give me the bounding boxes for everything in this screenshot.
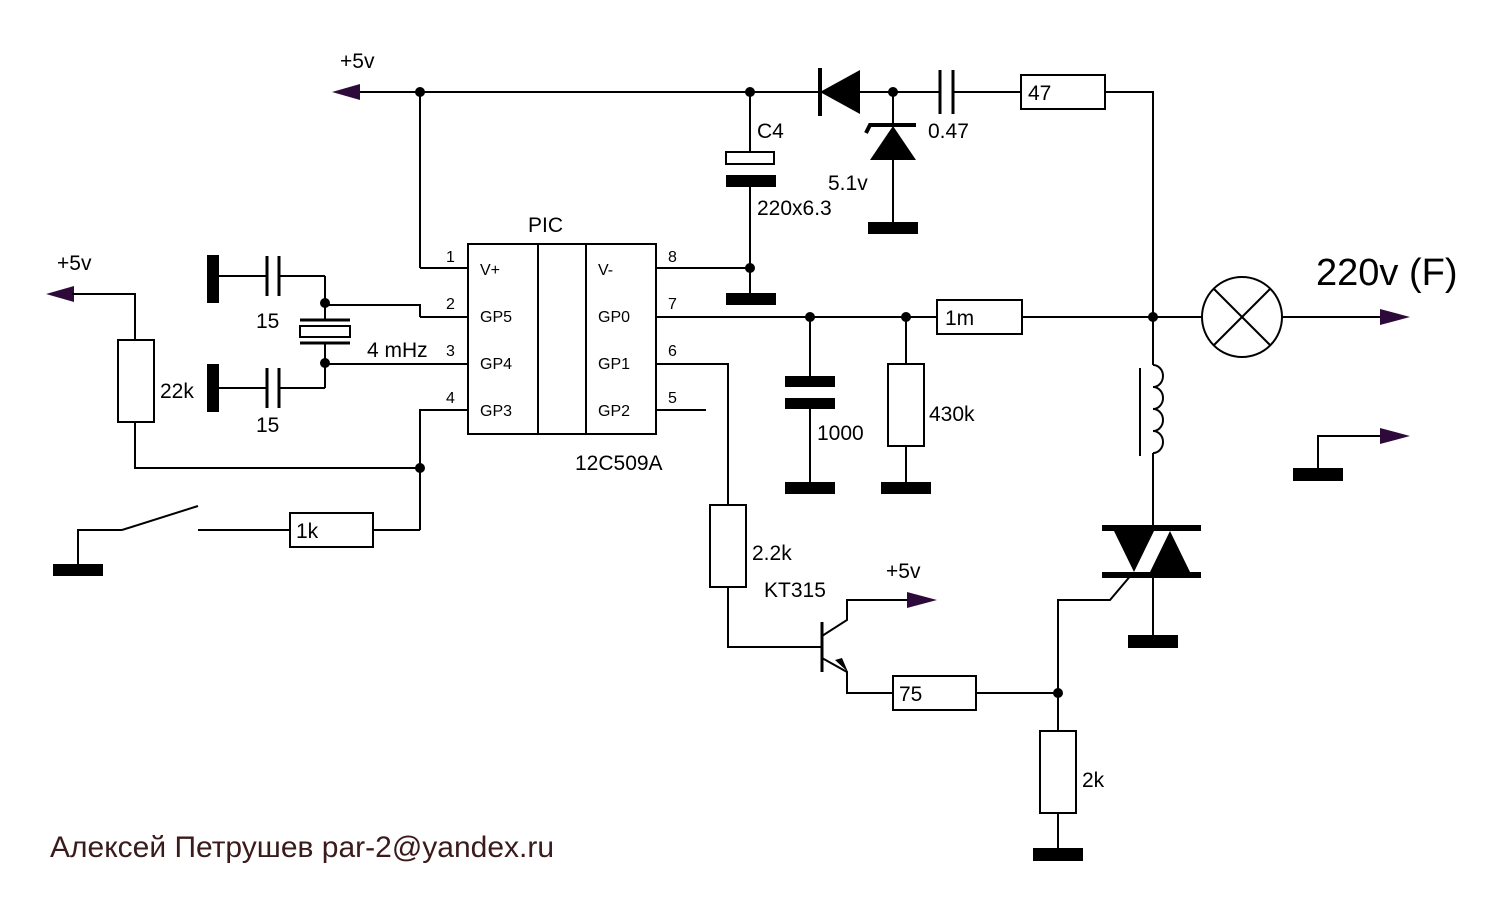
res-47-label: 47: [1028, 82, 1051, 105]
ic-part-label: 12C509A: [575, 452, 663, 475]
supply-rail-top: [332, 84, 820, 269]
ic-pin-1-num: 1: [446, 249, 455, 266]
resistor-430k: [881, 317, 931, 494]
cap-047-label: 0.47: [928, 120, 969, 143]
cap-15-top-label: 15: [256, 310, 279, 333]
crystal-oscillator: [299, 276, 468, 388]
c4-value-label: 220x6.3: [757, 197, 832, 220]
ic-pin-4-num: 4: [446, 390, 455, 407]
ic-pin-8-name: V-: [598, 262, 613, 279]
push-switch: [53, 505, 199, 576]
zener-diode: [864, 92, 918, 234]
c4-name-label: C4: [757, 120, 784, 143]
mains-label: 220v (F): [1316, 252, 1457, 294]
resistor-2k: [1039, 730, 1077, 814]
ic-title-label: PIC: [528, 214, 563, 237]
ic-pin-7-name: GP0: [598, 309, 630, 326]
cap-15-bottom-label: 15: [256, 414, 279, 437]
res-2-2k-label: 2.2k: [752, 542, 792, 565]
ic-pin-2-num: 2: [446, 296, 455, 313]
ic-pin-5-num: 5: [668, 390, 677, 407]
diode: [818, 68, 940, 116]
capacitor-1000: [785, 317, 835, 494]
capacitor-c4: [725, 92, 776, 305]
res-430k-label: 430k: [929, 403, 975, 426]
resistor-47: [1020, 74, 1106, 110]
ic-pin-4-name: GP3: [480, 403, 512, 420]
ic-pin-1-name: V+: [480, 262, 500, 279]
transistor-kt315: [820, 592, 937, 694]
lamp: [1201, 276, 1410, 358]
vcc-label-transistor: +5v: [886, 560, 921, 583]
cap-1000-label: 1000: [817, 422, 864, 445]
ic-pin-2-name: GP5: [480, 309, 512, 326]
capacitor-047: [938, 70, 1021, 114]
ic-pin-6-name: GP1: [598, 356, 630, 373]
xtal-freq-label: 4 mHz: [367, 339, 428, 362]
mains-neutral: [1293, 428, 1410, 481]
vcc-arrow-top: [332, 84, 360, 100]
ic-pin-6-num: 6: [668, 343, 677, 360]
author-credit: Алексей Петрушев par-2@yandex.ru: [50, 831, 554, 864]
ic-pin-7-num: 7: [668, 296, 677, 313]
res-1k-label: 1k: [296, 520, 319, 543]
res-1m-label: 1m: [945, 307, 974, 330]
ground-symbol: [1033, 848, 1083, 861]
resistor-2-2k: [709, 504, 747, 588]
vcc-label-top: +5v: [340, 50, 375, 73]
inductor: [1139, 317, 1164, 528]
capacitor-15-top: [207, 255, 325, 303]
transistor-label: KT315: [764, 579, 826, 602]
capacitor-15-bottom: [207, 364, 325, 412]
ic-pin-3-num: 3: [446, 343, 455, 360]
res-75-label: 75: [899, 683, 922, 706]
resistor-22k: [117, 339, 155, 423]
pic-ic: [467, 243, 657, 435]
res-2k-label: 2k: [1082, 769, 1105, 792]
vcc-label-left: +5v: [57, 252, 92, 275]
res-22k-label: 22k: [160, 380, 194, 403]
vcc-arrow-left: [46, 286, 74, 302]
zener-value-label: 5.1v: [828, 172, 868, 195]
ic-pin-5-name: GP2: [598, 403, 630, 420]
ic-pin-8-num: 8: [668, 249, 677, 266]
ic-pin-3-name: GP4: [480, 356, 512, 373]
triac: [1057, 525, 1201, 733]
resistor-1k: [289, 512, 374, 548]
